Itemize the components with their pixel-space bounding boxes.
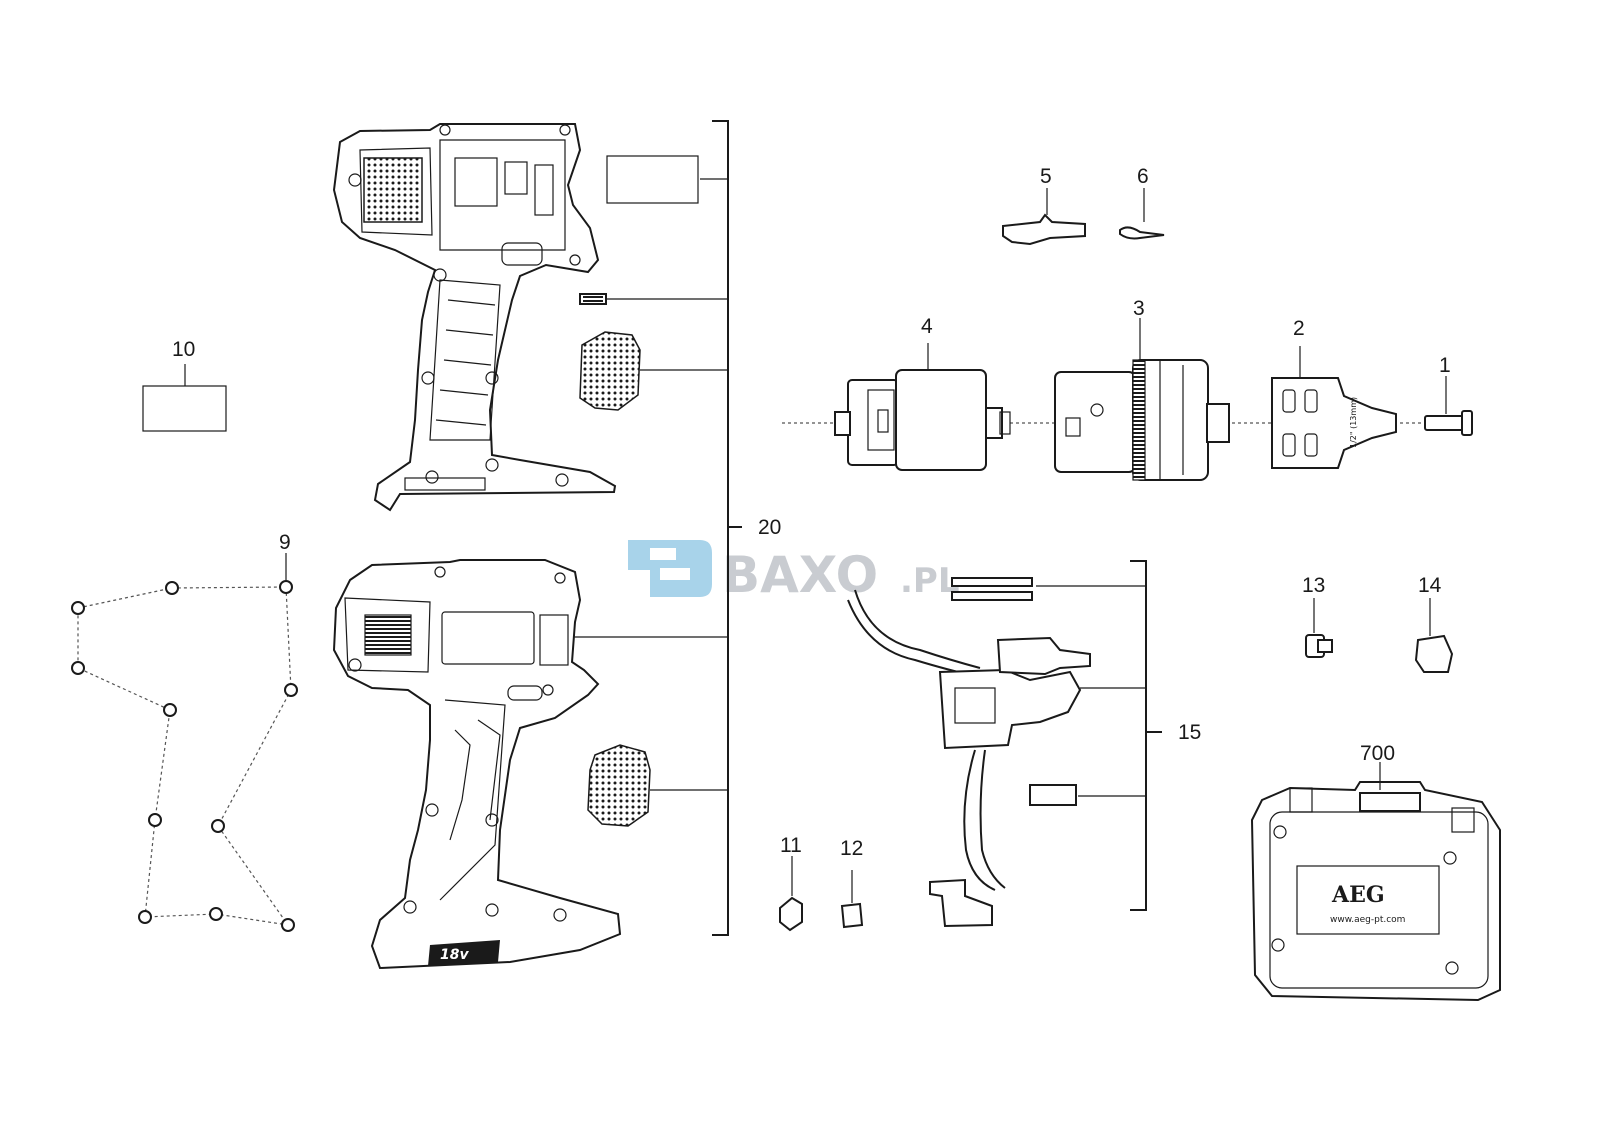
part-14-clip: 14 [1414,574,1454,673]
baxo-watermark: BAXO .PL [628,540,960,604]
nameplate-label [606,155,699,204]
part-2-chuck: 1/2" (13mm) 2 [1271,317,1397,469]
part-9-screw-set: 9 [71,531,298,932]
case-logo: AEG [1331,882,1385,908]
part-10-label-plate: 10 [142,338,227,432]
part-3-gearbox: 3 [1054,297,1230,481]
case-url: www.aeg-pt.com [1330,915,1405,925]
part-1-chuck-screw: 1 [1424,354,1473,436]
housing-badge: 18v [428,940,500,966]
vent-insert-upper [579,331,641,411]
label-part-12: 12 [840,837,863,860]
label-part-13: 13 [1302,574,1325,597]
label-part-700: 700 [1360,742,1395,765]
insulating-strip [951,591,1033,601]
label-part-15: 15 [1178,721,1201,744]
watermark-suffix: .PL [900,561,960,601]
bracket-20 [558,120,742,936]
label-part-5: 5 [1040,165,1052,188]
label-part-2: 2 [1293,317,1305,340]
part-11-led: 11 [779,834,803,932]
screw-icon [71,580,298,932]
watermark-brand: BAXO [722,546,878,604]
part-12-clip: 12 [840,837,863,929]
screw-boss [348,124,581,487]
part-5-direction-slider: 5 [1002,165,1086,246]
insulating-sleeve [1029,784,1077,806]
label-part-3: 3 [1133,297,1145,320]
label-part-1: 1 [1439,354,1451,377]
part-6-spring: 6 [1119,165,1165,240]
rubber-pad-ribs [583,296,603,302]
part-700-carry-case: AEG www.aeg-pt.com 700 [1250,742,1501,1002]
screw-boss [348,566,567,922]
insulating-strip [951,577,1033,587]
label-part-9: 9 [279,531,291,554]
part-13-screw: 13 [1302,574,1333,658]
housing-half-left [332,123,617,512]
housing-badge-text: 18v [440,947,469,963]
chuck-marking: 1/2" (13mm) [1349,397,1358,448]
label-part-14: 14 [1418,574,1442,597]
label-part-4: 4 [921,315,933,338]
vent-insert-lower [587,744,651,827]
label-part-6: 6 [1137,165,1149,188]
label-part-11: 11 [780,834,802,857]
housing-half-right: 18v [332,559,622,970]
bracket-15: 15 [1036,560,1201,911]
switch-assembly [847,589,1091,928]
label-part-20: 20 [758,516,781,539]
part-4-motor: 4 [834,315,1011,471]
label-part-10: 10 [172,338,195,361]
baxo-logo-icon [628,540,712,597]
